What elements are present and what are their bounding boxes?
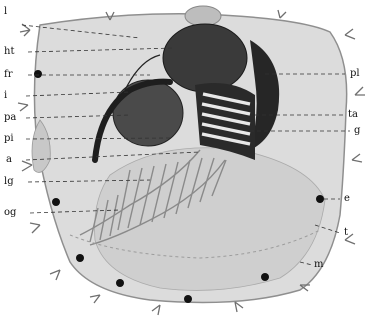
label-l: l xyxy=(4,7,7,17)
lower-organ xyxy=(113,80,183,146)
label-g: g xyxy=(354,126,360,136)
label-pl: pl xyxy=(350,69,360,79)
label-pa: pa xyxy=(4,113,16,123)
label-fr: fr xyxy=(4,70,12,80)
label-a: a xyxy=(6,155,12,165)
label-m: m xyxy=(314,260,323,270)
head-bump xyxy=(185,6,221,26)
upper-organ xyxy=(163,24,247,92)
label-pi: pi xyxy=(4,134,14,144)
label-i: i xyxy=(4,91,7,101)
label-e: e xyxy=(344,194,350,204)
label-t: t xyxy=(344,228,348,238)
label-og: og xyxy=(4,208,16,218)
label-ta: ta xyxy=(348,110,358,120)
label-lg: lg xyxy=(4,177,14,187)
label-ht: ht xyxy=(4,47,14,57)
